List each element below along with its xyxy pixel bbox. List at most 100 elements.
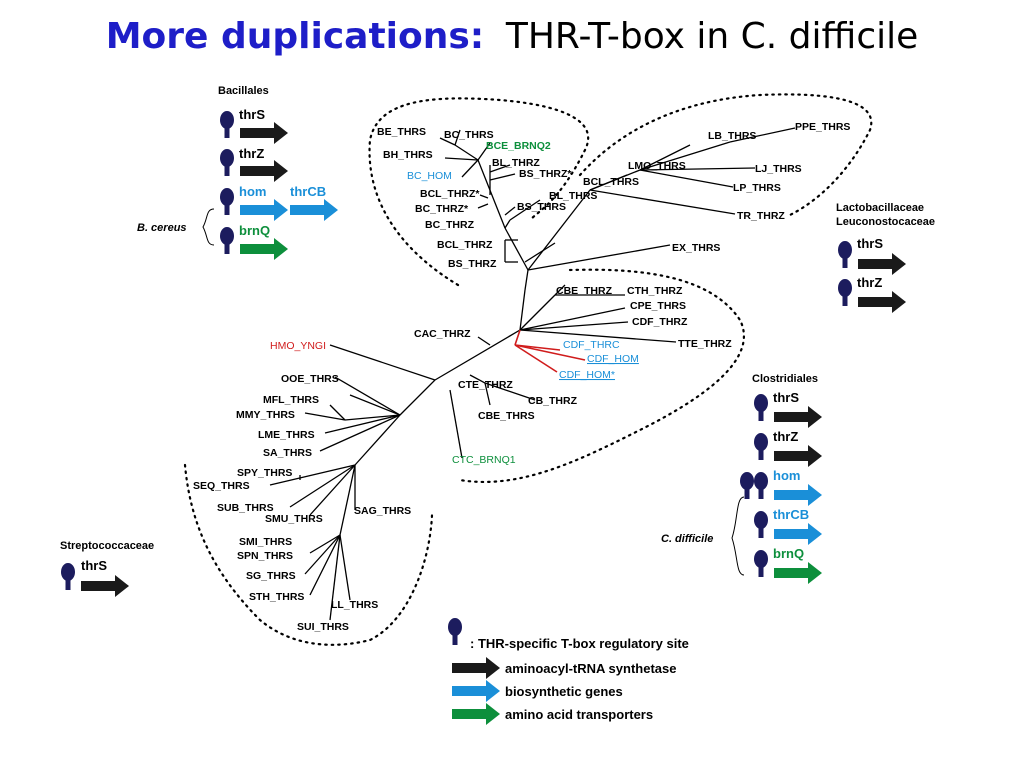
arrow-thrz: [240, 160, 288, 182]
leaf-cte-thrz: CTE_THRZ: [458, 379, 513, 391]
species-b-cereus: B. cereus: [137, 222, 187, 234]
leaf-sub-thrs: SUB_THRS: [217, 502, 274, 514]
leaf-spn-thrs: SPN_THRS: [237, 550, 293, 562]
leaf-bcl-thrz: BCL_THRZ: [437, 239, 493, 251]
arrow-hom: [240, 199, 288, 221]
arrow-thrs: [240, 122, 288, 144]
leaf-bs-thrz: BS_THRZ: [448, 258, 497, 270]
leaf-bc-hom: BC_HOM: [407, 170, 452, 182]
leaf-lme-thrs: LME_THRS: [258, 429, 315, 441]
leaf-sa-thrs: SA_THRS: [263, 447, 312, 459]
gene-hom: hom: [239, 184, 266, 199]
arrow-thrz: [774, 445, 822, 467]
legend-transporter: amino acid transporters: [505, 707, 653, 722]
legend: : THR-specific T-box regulatory site ami…: [448, 618, 689, 725]
leaf-cth-thrz: CTH_THRZ: [627, 285, 683, 297]
gene-thrs: thrS: [773, 390, 799, 405]
tree-branches: [269, 127, 796, 621]
leaf-ctc-brnq1: CTC_BRNQ1: [452, 454, 516, 466]
leaf-cdf-thrz: CDF_THRZ: [632, 316, 688, 328]
arrow-brnq: [774, 562, 822, 584]
leaf-lmo-thrs: LMO_THRS: [628, 160, 686, 172]
legend-arrow-green: [452, 703, 500, 725]
gene-hom: hom: [773, 468, 800, 483]
arrow-thrs: [81, 575, 129, 597]
leaf-bh-thrs: BH_THRS: [383, 149, 433, 161]
bracket: [731, 496, 745, 576]
leaf-mmy-thrs: MMY_THRS: [236, 409, 295, 421]
tbox-icon: [754, 511, 768, 538]
lacto-label-1: Lactobacillaceae: [836, 202, 924, 214]
leaf-cbe-thrs: CBE_THRS: [478, 410, 535, 422]
leaf-hmo-yngi: HMO_YNGI: [270, 340, 326, 352]
leaf-seq-thrs: SEQ_THRS: [193, 480, 250, 492]
tbox-icon: [838, 279, 852, 306]
leaf-sth-thrs: STH_THRS: [249, 591, 304, 603]
tbox-icon: [220, 111, 234, 138]
tbox-icon: [754, 550, 768, 577]
leaf-bcl-thrs: BCL_THRS: [583, 176, 639, 188]
leaf-cbe-thrz: CBE_THRZ: [556, 285, 613, 297]
leaf-ex-thrs: EX_THRS: [672, 242, 720, 254]
gene-thrz: thrZ: [857, 275, 882, 290]
tbox-icon: [740, 472, 754, 499]
leaf-bl-thrz: BL_THRZ: [492, 157, 540, 169]
strepto-outline: [183, 463, 434, 646]
lacto-outline: [578, 93, 873, 217]
leaf-be-thrs: BE_THRS: [377, 126, 426, 138]
slide-title: More duplications: THR-T-box in C. diffi…: [0, 14, 1024, 58]
clostridiales-panel: Clostridiales thrS thrZ hom thrCB brnQ C…: [661, 373, 822, 584]
tbox-icon: [754, 433, 768, 460]
leaf-bc-thrs: BC_THRS: [444, 129, 494, 141]
legend-arrow-blue: [452, 680, 500, 702]
tbox-icon: [754, 394, 768, 421]
leaf-smu-thrs: SMU_THRS: [265, 513, 323, 525]
leaf-bc-thrz-star: BC_THRZ*: [415, 203, 469, 215]
bracket: [202, 208, 215, 246]
bacillales-label: Bacillales: [218, 85, 269, 97]
leaf-cdf-hom: CDF_HOM: [587, 353, 639, 365]
leaf-bce-brnq2: BCE_BRNQ2: [486, 140, 551, 152]
title-rest: THR-T-box in C. difficile: [505, 16, 919, 57]
arrow-hom: [774, 484, 822, 506]
leaf-sg-thrs: SG_THRS: [246, 570, 296, 582]
leaf-lb-thrs: LB_THRS: [708, 130, 756, 142]
leaf-bs-thrs: BS_THRS: [517, 201, 566, 213]
gene-thrs: thrS: [857, 236, 883, 251]
leaf-cac-thrz: CAC_THRZ: [414, 328, 471, 340]
gene-thrcb: thrCB: [773, 507, 809, 522]
leaf-smi-thrs: SMI_THRS: [239, 536, 292, 548]
leaf-cdf-hom-star: CDF_HOM*: [559, 369, 615, 381]
arrow-brnq: [240, 238, 288, 260]
leaf-sag-thrs: SAG_THRS: [354, 505, 411, 517]
leaf-lj-thrs: LJ_THRS: [755, 163, 802, 175]
gene-thrs: thrS: [81, 558, 107, 573]
group-outlines: [183, 93, 873, 646]
tbox-icon: [754, 472, 768, 499]
tbox-icon: [220, 149, 234, 176]
gene-thrcb: thrCB: [290, 184, 326, 199]
leaf-bl-thrs: BL_THRS: [549, 190, 597, 202]
bacillales-outline: [368, 97, 590, 287]
lacto-panel: Lactobacillaceae Leuconostocaceae thrS t…: [836, 202, 935, 313]
gene-thrz: thrZ: [239, 146, 264, 161]
legend-synthetase: aminoacyl-tRNA synthetase: [505, 661, 676, 676]
leaf-tr-thrz: TR_THRZ: [737, 210, 785, 222]
arrow-thrz: [858, 291, 906, 313]
arrow-thrs: [858, 253, 906, 275]
gene-thrz: thrZ: [773, 429, 798, 444]
leaf-cpe-thrs: CPE_THRS: [630, 300, 686, 312]
legend-tbox: : THR-specific T-box regulatory site: [470, 636, 689, 651]
tbox-icon: [220, 188, 234, 215]
title-bold: More duplications:: [105, 16, 485, 57]
strepto-panel: Streptococcaceae thrS: [60, 540, 154, 597]
leaf-mfl-thrs: MFL_THRS: [263, 394, 319, 406]
leaf-spy-thrs: SPY_THRS: [237, 467, 292, 479]
leaf-lp-thrs: LP_THRS: [733, 182, 781, 194]
species-c-difficile: C. difficile: [661, 533, 713, 545]
lacto-label-2: Leuconostocaceae: [836, 216, 935, 228]
leaf-cb-thrz: CB_THRZ: [528, 395, 578, 407]
arrow-thrcb: [290, 199, 338, 221]
legend-biosynthetic: biosynthetic genes: [505, 684, 623, 699]
